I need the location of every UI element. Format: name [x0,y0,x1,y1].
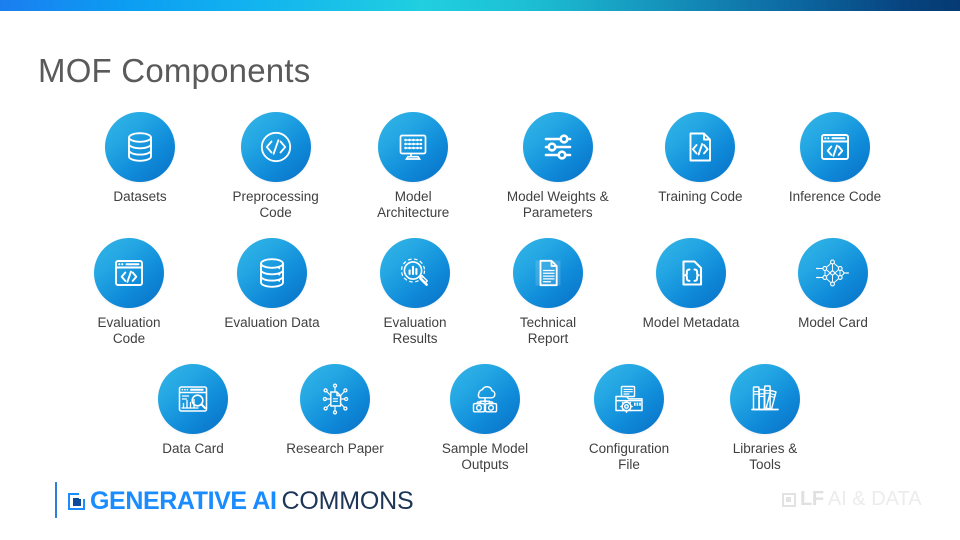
component-label: Libraries & Tools [732,441,798,472]
component-item-technical-report[interactable]: Technical Report [496,238,600,347]
component-item-datasets[interactable]: Datasets [84,112,196,205]
component-label: Datasets [113,189,167,204]
cloud-cameras-icon [450,364,520,434]
component-item-model-weights-parameters[interactable]: Model Weights & Parameters [491,112,625,221]
component-item-evaluation-code[interactable]: Evaluation Code [74,238,184,347]
footer-divider [55,482,57,518]
generative-ai-text: GENERATIVE AI [90,487,277,515]
database-icon [105,112,175,182]
component-label: Model Metadata [642,315,740,330]
component-item-sample-model-outputs[interactable]: Sample Model Outputs [424,364,546,473]
component-label: Sample Model Outputs [441,441,529,472]
dashboard-magnifier-icon [158,364,228,434]
component-label: Technical Report [519,315,577,346]
component-item-inference-code[interactable]: Inference Code [776,112,894,205]
neural-network-icon [798,238,868,308]
component-item-training-code[interactable]: Training Code [644,112,756,205]
code-document-icon [665,112,736,182]
sliders-icon [522,112,593,182]
component-label: Inference Code [788,189,882,204]
component-item-libraries-tools[interactable]: Libraries & Tools [712,364,818,473]
generative-ai-commons-logo[interactable]: GENERATIVE AI COMMONS [68,487,414,516]
component-item-data-card[interactable]: Data Card [140,364,246,457]
component-label: Training Code [658,189,743,204]
component-label: Evaluation Code [97,315,161,346]
lf-mark-icon [782,492,796,507]
top-accent-bar [0,0,960,11]
braces-document-icon [656,238,726,308]
component-label: Configuration File [588,441,670,472]
component-item-evaluation-results[interactable]: Evaluation Results [360,238,470,347]
lf-ai-data-logo[interactable]: LF AI & DATA [782,488,922,511]
component-row-2: Evaluation Code Evaluation Data [74,238,884,347]
books-icon [730,364,800,434]
component-label: Model Weights & Parameters [506,189,609,220]
commons-text: COMMONS [281,487,414,515]
component-label: Preprocessing Code [232,189,319,220]
component-label: Model Architecture [377,189,450,220]
component-label: Model Card [798,315,868,330]
component-item-evaluation-data[interactable]: Evaluation Data [210,238,334,331]
code-browser-icon [94,238,164,308]
chart-magnifier-icon [380,238,450,308]
component-label: Data Card [162,441,224,456]
component-item-configuration-file[interactable]: Configuration File [573,364,685,473]
component-label: Evaluation Results [383,315,447,346]
component-item-model-architecture[interactable]: Model Architecture [355,112,471,221]
component-row-3: Data Card [140,364,818,473]
ai-data-text: AI & DATA [827,488,922,510]
code-circle-icon [240,112,311,182]
code-browser-icon [799,112,870,182]
generative-ai-commons-mark-icon [68,492,86,510]
component-row-1: Datasets Preprocessing Code [84,112,894,221]
lf-text: LF [800,488,824,510]
component-item-model-card[interactable]: Model Card [782,238,884,331]
component-item-model-metadata[interactable]: Model Metadata [626,238,756,331]
neural-monitor-icon [378,112,449,182]
document-lines-icon [513,238,583,308]
folder-gear-icon [594,364,664,434]
component-item-preprocessing-code[interactable]: Preprocessing Code [216,112,336,221]
component-label: Research Paper [286,441,384,456]
database-icon [237,238,307,308]
component-label: Evaluation Data [224,315,320,330]
paper-nodes-icon [300,364,370,434]
component-item-research-paper[interactable]: Research Paper [273,364,397,457]
page-title: MOF Components [38,52,311,89]
